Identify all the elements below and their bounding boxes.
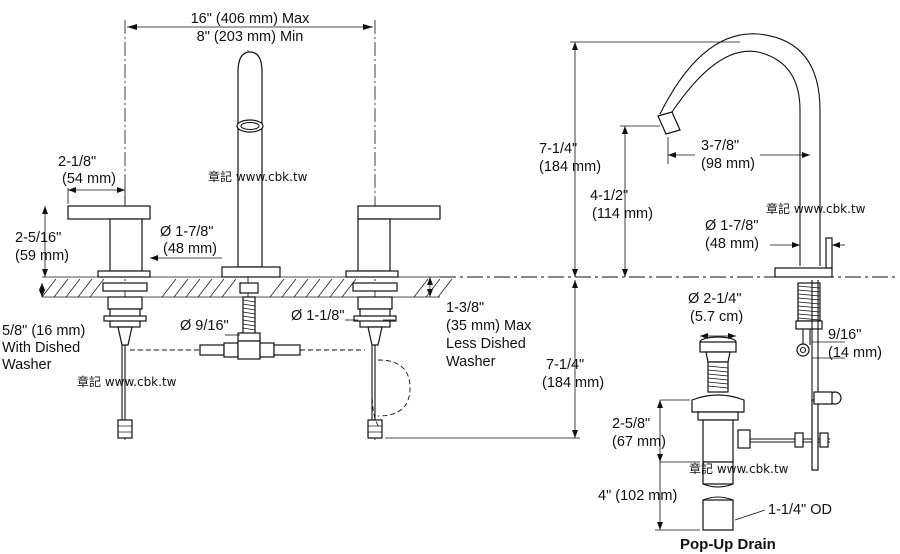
spout-height-label: 7-1/4" (184 mm) (539, 141, 601, 175)
outlet-height-label: 4-1/2" (114 mm) (590, 188, 653, 222)
tee-nut-label: Ø 9/16" (180, 318, 229, 334)
deck-surface (41, 276, 895, 298)
drain-flange-label: Ø 2-1/4" (5.7 cm) (688, 291, 743, 325)
spread-label: 16" (406 mm) Max 8" (203 mm) Min (191, 11, 311, 45)
svg-text:(54 mm): (54 mm) (62, 171, 116, 187)
svg-text:Washer: Washer (446, 354, 496, 370)
tee-fitting (199, 340, 301, 360)
spread-dimension-line (127, 24, 373, 30)
shank-label: Ø 1-1/8" (291, 308, 345, 324)
svg-text:16" (406 mm) Max: 16" (406 mm) Max (191, 11, 311, 27)
below-height-label: 7-1/4" (184 mm) (542, 357, 604, 391)
drain-body-label: 2-5/8" (67 mm) (612, 416, 666, 450)
side-leaders (570, 41, 845, 438)
svg-text:Ø 1-7/8": Ø 1-7/8" (160, 224, 214, 240)
svg-text:(114 mm): (114 mm) (592, 206, 653, 222)
svg-text:Ø 2-1/4": Ø 2-1/4" (688, 291, 742, 307)
valve-hole-label: Ø 1-7/8" (48 mm) (160, 224, 217, 257)
svg-text:9/16": 9/16" (828, 327, 861, 343)
center-shank (237, 282, 261, 348)
svg-text:Washer: Washer (2, 357, 52, 373)
watermark-text: 章記 www.cbk.tw (689, 461, 789, 476)
front-spout (221, 51, 281, 278)
svg-text:2-5/16": 2-5/16" (15, 230, 61, 246)
svg-text:(184 mm): (184 mm) (539, 159, 601, 175)
tail-od-label: 1-1/4" OD (768, 502, 832, 518)
svg-text:(67 mm): (67 mm) (612, 434, 666, 450)
svg-text:7-1/4": 7-1/4" (539, 141, 577, 157)
side-spout (657, 33, 833, 278)
svg-text:(59 mm): (59 mm) (15, 248, 69, 264)
right-valve (352, 282, 411, 439)
handle-height-label: 2-5/16" (59 mm) (15, 230, 69, 264)
svg-text:(5.7 cm): (5.7 cm) (690, 309, 743, 325)
svg-text:5/8" (16 mm): 5/8" (16 mm) (2, 323, 85, 339)
lift-rod-label: 9/16" (14 mm) (828, 327, 882, 361)
front-leaders (39, 187, 580, 439)
spout-base-label: Ø 1-7/8" (48 mm) (705, 218, 759, 252)
svg-text:8" (203 mm) Min: 8" (203 mm) Min (197, 29, 304, 45)
dished-washer-label: 5/8" (16 mm) With Dished Washer (2, 323, 85, 373)
svg-text:(184 mm): (184 mm) (542, 375, 604, 391)
svg-text:(98 mm): (98 mm) (701, 156, 755, 172)
svg-text:(48 mm): (48 mm) (705, 236, 759, 252)
svg-text:3-7/8": 3-7/8" (701, 138, 739, 154)
svg-text:(35 mm) Max: (35 mm) Max (446, 318, 532, 334)
svg-text:1-3/8": 1-3/8" (446, 300, 484, 316)
svg-text:Ø 1-7/8": Ø 1-7/8" (705, 218, 759, 234)
side-shank (795, 280, 823, 400)
left-handle (67, 205, 151, 278)
drain-title: Pop-Up Drain (680, 536, 776, 553)
tailpiece-label: 4" (102 mm) (598, 488, 677, 504)
svg-text:7-1/4": 7-1/4" (546, 357, 584, 373)
svg-text:2-5/8": 2-5/8" (612, 416, 650, 432)
handle-width-label: 2-1/8" (54 mm) (58, 154, 116, 187)
watermark-text: 章記 www.cbk.tw (77, 374, 177, 389)
svg-text:4-1/2": 4-1/2" (590, 188, 628, 204)
deck-max-label: 1-3/8" (35 mm) Max Less Dished Washer (446, 300, 532, 370)
watermark-text: 章記 www.cbk.tw (208, 169, 308, 184)
svg-text:2-1/8": 2-1/8" (58, 154, 96, 170)
spout-reach-label: 3-7/8" (98 mm) (701, 138, 755, 172)
svg-text:(48 mm): (48 mm) (163, 241, 217, 257)
watermark-text: 章記 www.cbk.tw (766, 201, 866, 216)
svg-text:With Dished: With Dished (2, 340, 80, 356)
left-valve (102, 282, 148, 439)
drain-leaders (655, 333, 766, 531)
svg-text:Less Dished: Less Dished (446, 336, 526, 352)
pop-up-drain (691, 336, 842, 531)
svg-text:(14 mm): (14 mm) (828, 345, 882, 361)
right-handle (345, 205, 441, 278)
